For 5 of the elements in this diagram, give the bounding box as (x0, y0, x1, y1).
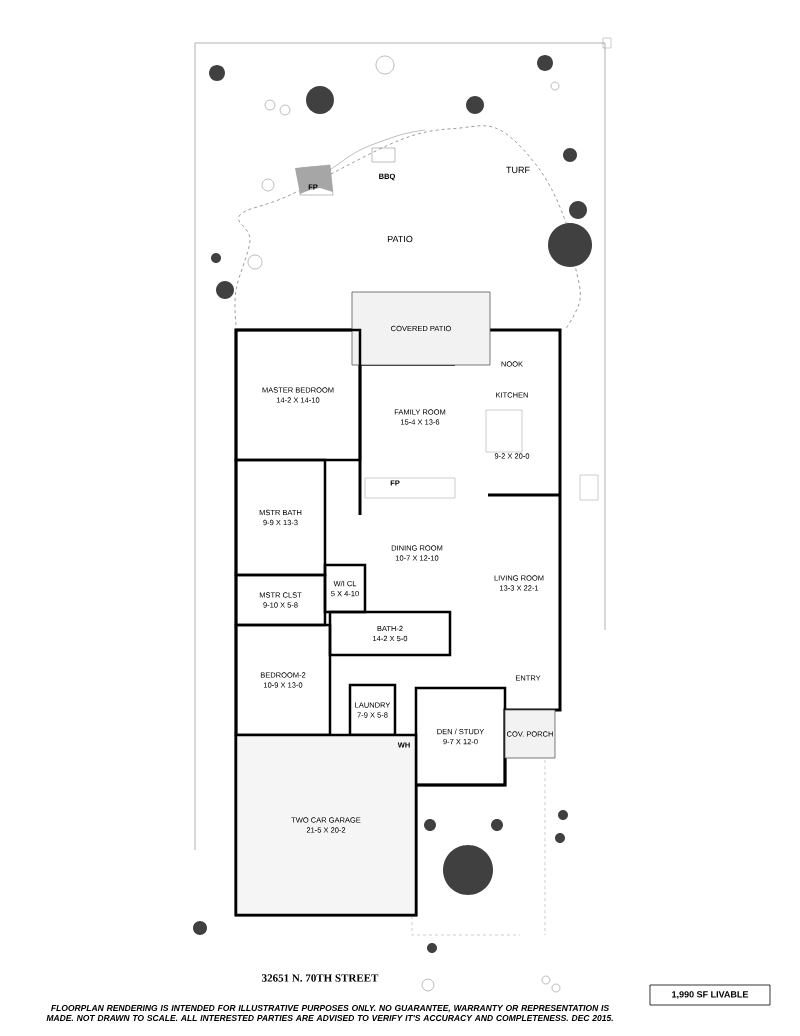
area-label: PATIO (387, 235, 413, 243)
area-label: TURF (506, 166, 530, 174)
disclaimer: FLOORPLAN RENDERING IS INTENDED FOR ILLUSTRATIVE PURPOSES ONLY. NO GUARANTEE, WARRANTY OR REPRESENTATION IS MADE. NOT DRAWN TO SCALE. ALL INTERESTED PARTIES ARE ADVISED TO VERIFY IT'S ACCURACY AND COMPLETENESS. DEC 2015. (46, 1005, 613, 1021)
area-box: 1,990 SF LIVABLE (649, 984, 771, 1006)
address-title: 32651 N. 70TH STREET (262, 974, 379, 982)
